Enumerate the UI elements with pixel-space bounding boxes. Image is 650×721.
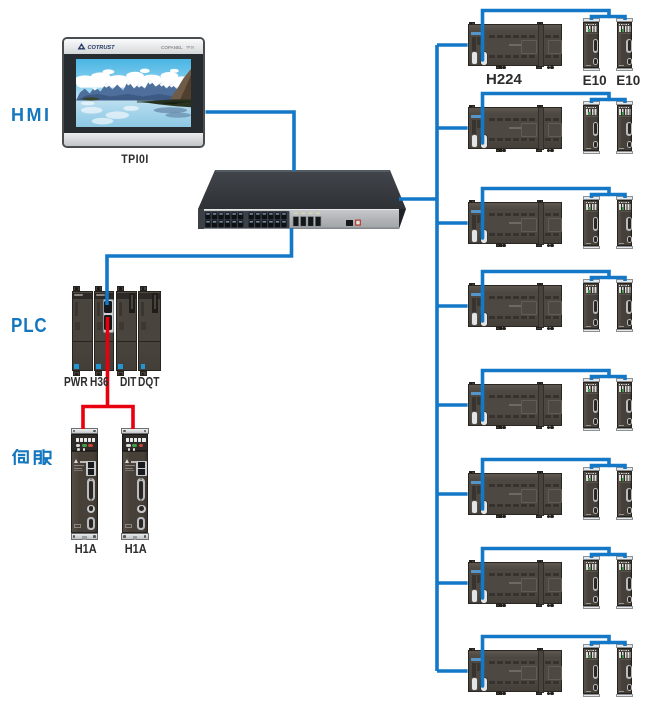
svg-text:COTRUST: COTRUST: [88, 45, 116, 51]
svg-text:COPANEL: COPANEL: [161, 45, 183, 50]
svg-text:TP10: TP10: [186, 46, 194, 50]
